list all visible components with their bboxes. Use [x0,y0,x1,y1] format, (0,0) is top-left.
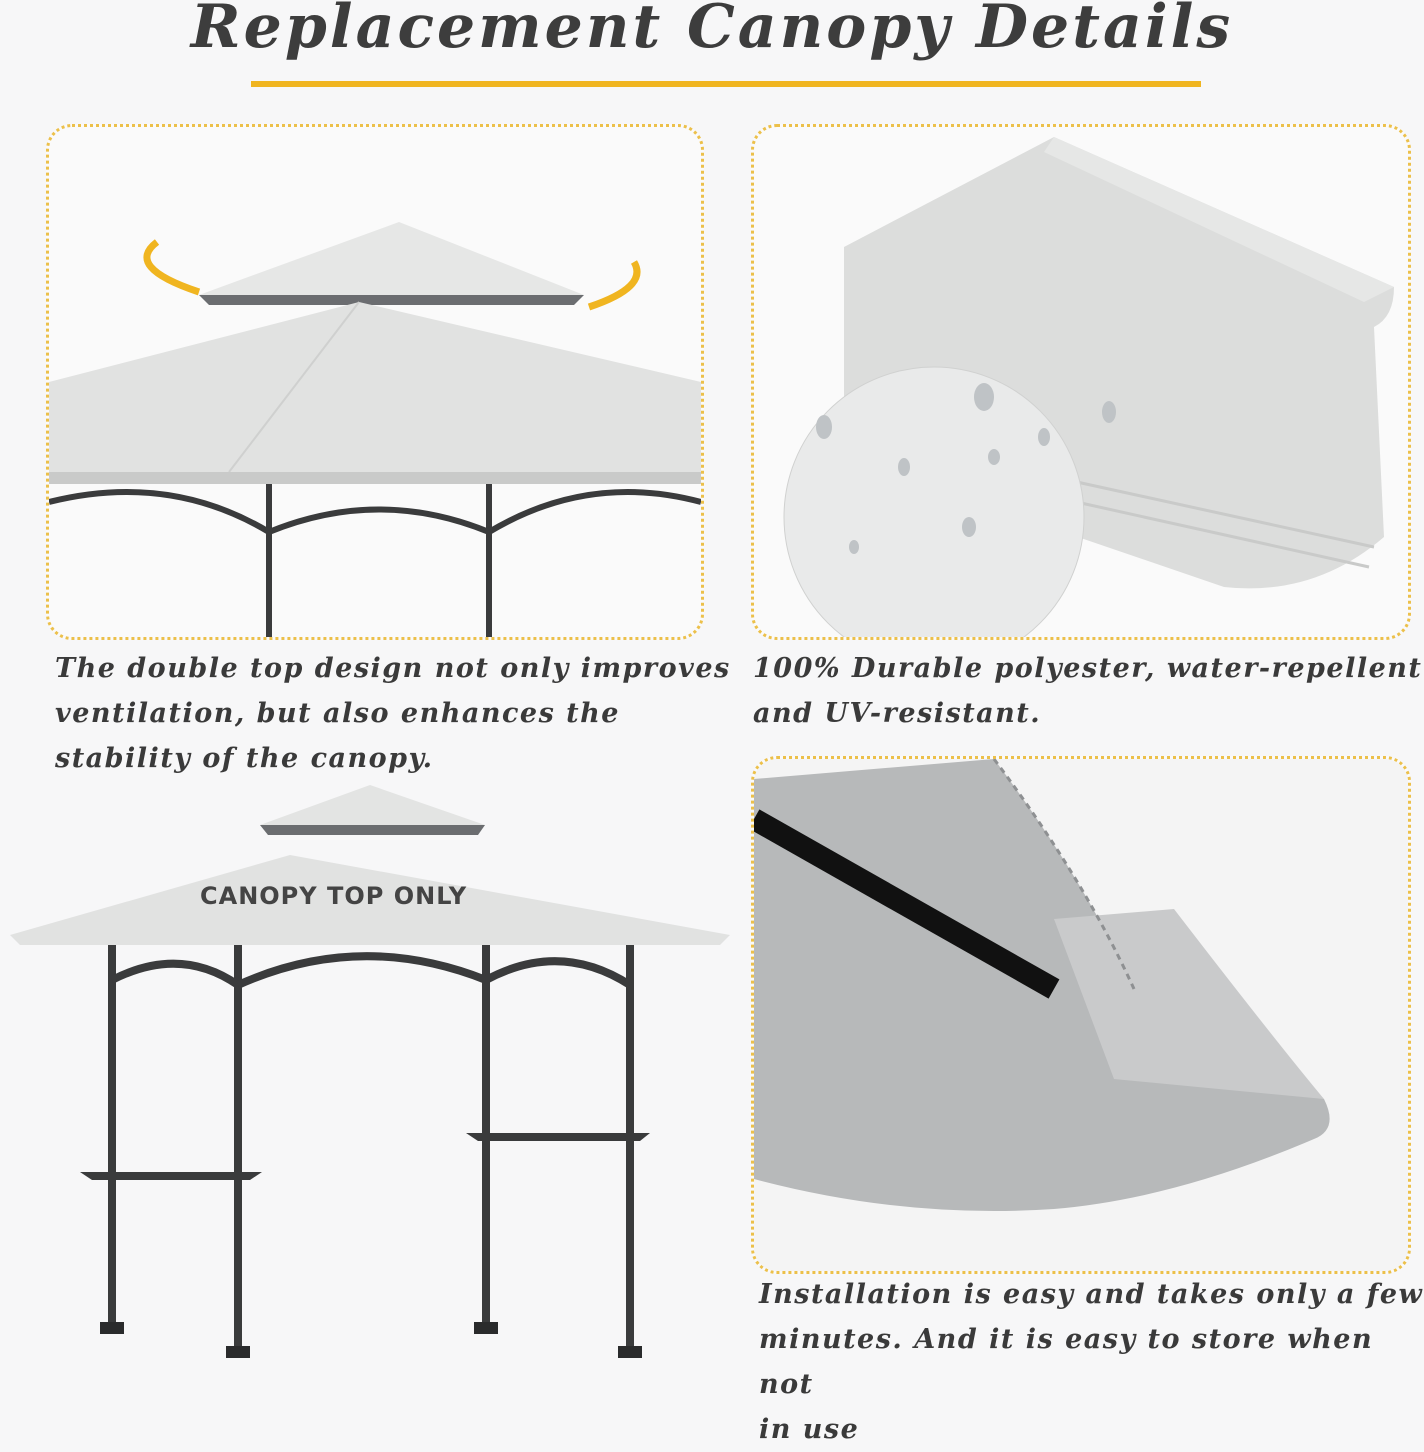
page-title: Replacement Canopy Details [190,0,1234,62]
caption-line: ventilation, but also enhances the [55,698,620,729]
folded-fabric-image [783,137,1394,637]
double-top-caption: The double top design not only improves … [55,646,731,781]
caption-line: and UV-resistant. [753,698,1042,729]
canopy-corner-image [754,759,1408,1271]
material-panel [751,124,1411,640]
double-top-canopy-image [49,222,701,637]
installation-caption: Installation is easy and takes only a fe… [759,1272,1424,1452]
caption-line: The double top design not only improves [55,653,731,684]
product-label: CANOPY TOP ONLY [200,882,468,910]
caption-line: minutes. And it is easy to store when no… [759,1324,1374,1400]
title-underline [251,81,1201,87]
caption-line: 100% Durable polyester, water-repellent [753,653,1423,684]
caption-line: stability of the canopy. [55,743,434,774]
double-top-panel [46,124,704,640]
caption-line: Installation is easy and takes only a fe… [759,1279,1424,1310]
material-caption: 100% Durable polyester, water-repellent … [753,646,1422,736]
caption-line: in use [759,1414,860,1445]
installation-panel [751,756,1411,1274]
rotate-arrow-icon [143,239,641,311]
gazebo-product-image [10,785,730,1358]
